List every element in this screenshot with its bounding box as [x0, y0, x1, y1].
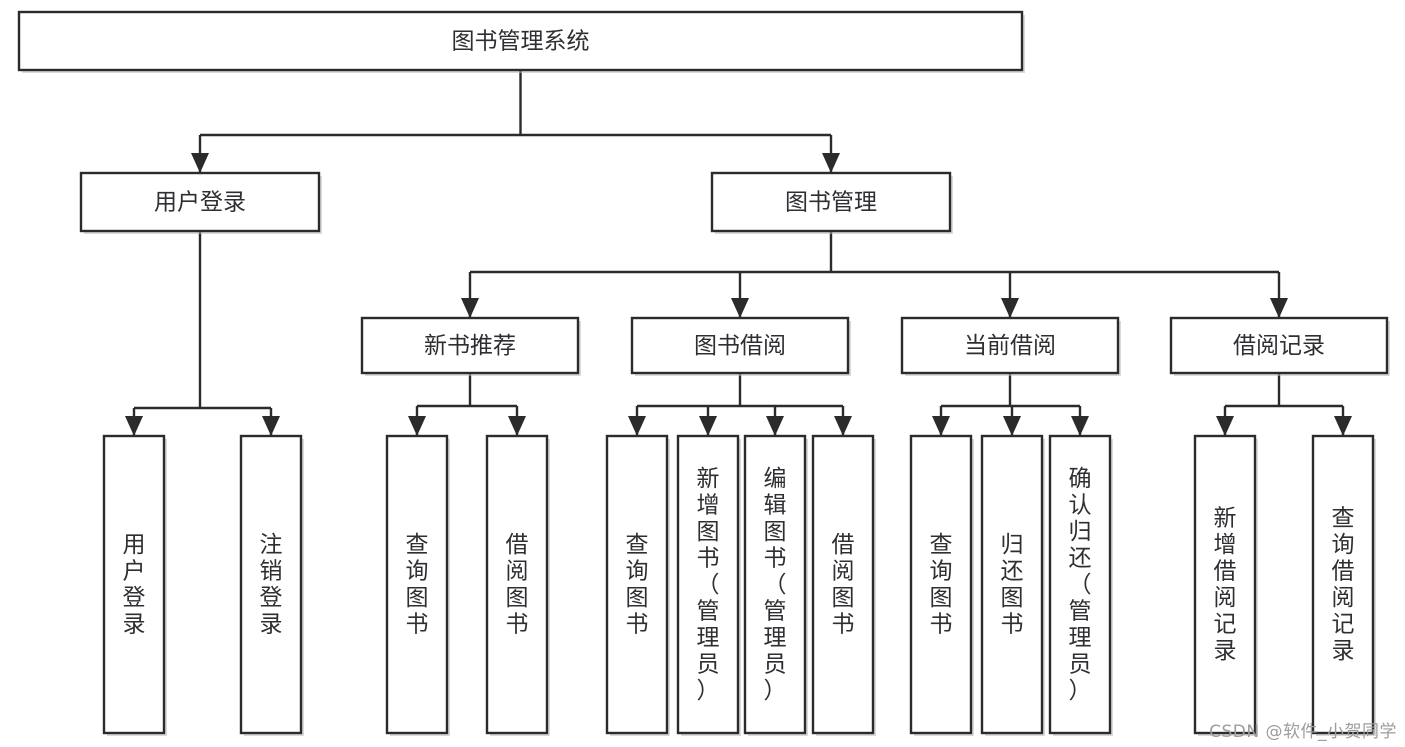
node-label: 图书借阅 — [694, 333, 786, 359]
node-level2-3[interactable]: 当前借阅 — [900, 316, 1121, 376]
arrowhead-icon — [408, 416, 426, 436]
arrowhead-icon — [766, 416, 784, 436]
node-box[interactable] — [900, 316, 1120, 375]
connector-layer — [125, 70, 1352, 436]
node-label: 查询图书 — [406, 532, 429, 638]
arrowhead-icon — [1071, 416, 1089, 436]
node-box[interactable] — [485, 434, 549, 735]
node-leaf-7[interactable]: 编辑图书（管理员） — [743, 434, 808, 736]
arrowhead-icon — [932, 416, 950, 436]
node-level2-4[interactable]: 借阅记录 — [1169, 316, 1390, 376]
node-label: 用户登录 — [123, 532, 146, 638]
arrowhead-icon — [1003, 416, 1021, 436]
node-label: 新增借阅记录 — [1214, 506, 1237, 665]
node-box[interactable] — [811, 434, 875, 735]
node-label: 查询图书 — [626, 532, 649, 638]
node-level2-2[interactable]: 图书借阅 — [630, 316, 851, 376]
node-box[interactable] — [676, 434, 740, 735]
node-label: 借阅图书 — [506, 532, 529, 638]
node-leaf-2[interactable]: 注销登录 — [239, 434, 304, 736]
arrowhead-icon — [191, 153, 209, 173]
node-label: 归还图书 — [1001, 532, 1024, 638]
node-box[interactable] — [1048, 434, 1112, 735]
node-box[interactable] — [360, 316, 580, 375]
arrowhead-icon — [262, 416, 280, 436]
arrowhead-icon — [1216, 416, 1234, 436]
arrowhead-icon — [822, 153, 840, 173]
node-label: 查询借阅记录 — [1332, 506, 1355, 665]
node-label: 当前借阅 — [964, 333, 1056, 359]
node-label: 图书管理 — [785, 190, 877, 216]
node-box[interactable] — [710, 171, 952, 233]
node-user-login[interactable]: 用户登录 — [79, 171, 322, 234]
arrowhead-icon — [125, 416, 143, 436]
node-box[interactable] — [385, 434, 449, 735]
node-box[interactable] — [1169, 316, 1389, 375]
node-box[interactable] — [605, 434, 669, 735]
arrowhead-icon — [699, 416, 717, 436]
node-layer: 图书管理系统用户登录图书管理新书推荐图书借阅当前借阅借阅记录用户登录注销登录查询… — [17, 10, 1390, 736]
node-box[interactable] — [743, 434, 807, 735]
node-leaf-8[interactable]: 借阅图书 — [811, 434, 876, 736]
node-leaf-10[interactable]: 归还图书 — [980, 434, 1045, 736]
arrowhead-icon — [628, 416, 646, 436]
node-label: 用户登录 — [154, 190, 246, 216]
arrowhead-icon — [731, 298, 749, 318]
node-level2-1[interactable]: 新书推荐 — [360, 316, 581, 376]
node-box[interactable] — [630, 316, 850, 375]
node-leaf-1[interactable]: 用户登录 — [102, 434, 167, 736]
node-box[interactable] — [1193, 434, 1257, 735]
node-leaf-3[interactable]: 查询图书 — [385, 434, 450, 736]
node-label: 确认归还（管理员） — [1069, 466, 1092, 704]
node-label: 编辑图书（管理员） — [764, 466, 787, 704]
node-label: 新增图书（管理员） — [697, 466, 720, 704]
arrowhead-icon — [1001, 298, 1019, 318]
node-box[interactable] — [239, 434, 303, 735]
node-label: 图书管理系统 — [452, 29, 590, 55]
node-box[interactable] — [79, 171, 321, 233]
arrowhead-icon — [1334, 416, 1352, 436]
node-leaf-6[interactable]: 新增图书（管理员） — [676, 434, 741, 736]
node-label: 借阅图书 — [832, 532, 855, 638]
node-book-management[interactable]: 图书管理 — [710, 171, 953, 234]
node-box[interactable] — [1311, 434, 1375, 735]
node-root-book-management-system[interactable]: 图书管理系统 — [17, 10, 1025, 73]
arrowhead-icon — [461, 298, 479, 318]
node-leaf-4[interactable]: 借阅图书 — [485, 434, 550, 736]
node-leaf-9[interactable]: 查询图书 — [909, 434, 974, 736]
arrowhead-icon — [834, 416, 852, 436]
node-box[interactable] — [980, 434, 1044, 735]
node-box[interactable] — [17, 10, 1024, 72]
node-leaf-13[interactable]: 查询借阅记录 — [1311, 434, 1376, 736]
node-label: 注销登录 — [260, 532, 283, 638]
node-label: 借阅记录 — [1233, 333, 1325, 359]
node-label: 新书推荐 — [424, 333, 516, 359]
node-label: 查询图书 — [930, 532, 953, 638]
node-box[interactable] — [102, 434, 166, 735]
node-leaf-5[interactable]: 查询图书 — [605, 434, 670, 736]
node-leaf-12[interactable]: 新增借阅记录 — [1193, 434, 1258, 736]
node-box[interactable] — [909, 434, 973, 735]
arrowhead-icon — [508, 416, 526, 436]
node-leaf-11[interactable]: 确认归还（管理员） — [1048, 434, 1113, 736]
arrowhead-icon — [1270, 298, 1288, 318]
